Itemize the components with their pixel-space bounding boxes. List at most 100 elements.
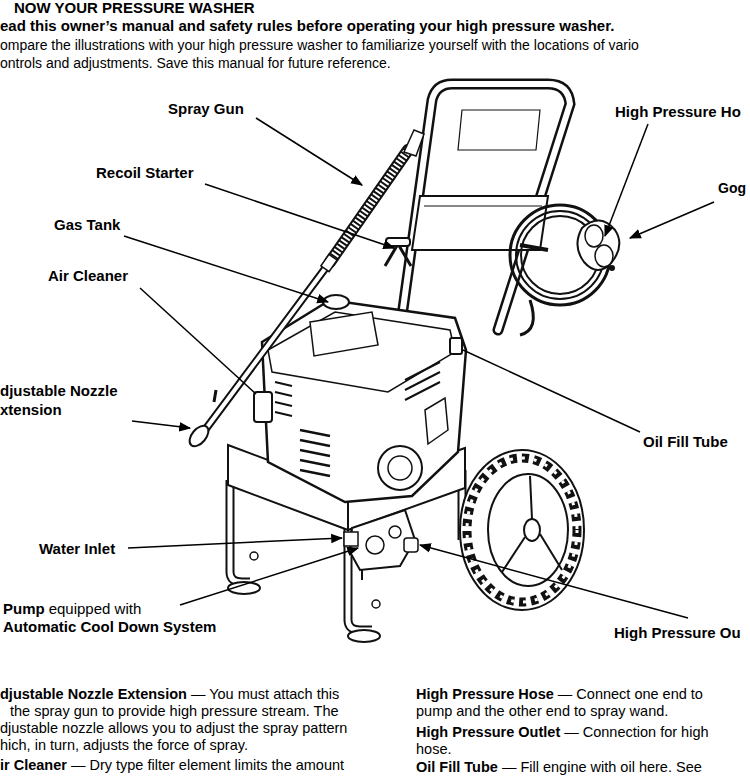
description-text-line: pump and the other end to spray wand. — [416, 703, 668, 720]
base-frame — [250, 552, 258, 560]
leader-lines — [630, 202, 714, 238]
page-heading: NOW YOUR PRESSURE WASHER — [14, 0, 255, 16]
callout-label-line: Oil Fill Tube — [643, 433, 728, 451]
callout-label-line: Recoil Starter — [96, 164, 194, 182]
spray-gun — [205, 262, 330, 430]
description-text: — Fill engine with oil here. See — [502, 759, 702, 776]
description-text-line: High Pressure Hose— Connect one end to — [416, 686, 703, 703]
leader-lines — [463, 350, 640, 432]
description-text: — Connection for high — [564, 724, 708, 741]
spray-gun — [205, 262, 330, 430]
leader-lines — [420, 545, 688, 618]
wheel — [524, 519, 540, 541]
leader-lines — [124, 236, 328, 302]
leader-lines — [205, 184, 394, 248]
description-text: High Pressure Outlet — [416, 724, 560, 741]
engine — [268, 312, 455, 392]
intro-text: ompare the illustrations with your high … — [0, 37, 639, 54]
base-frame — [372, 600, 380, 608]
intro-text: ead this owner’s manual and safety rules… — [0, 17, 614, 35]
engine — [388, 456, 412, 480]
base-frame — [348, 630, 380, 642]
goggles — [577, 220, 619, 270]
engine — [310, 312, 378, 356]
wheel — [460, 450, 584, 610]
description-text: the spray gun to provide high pressure s… — [10, 703, 339, 720]
callout-label: djustable Nozzle xtension — [0, 382, 118, 418]
callout-label: Spray Gun — [168, 100, 244, 118]
spray-gun — [404, 130, 424, 156]
description-text: — Connect one end to — [558, 686, 703, 703]
leader-lines — [180, 548, 358, 605]
intro-text-line: ead this owner’s manual and safety rules… — [0, 17, 614, 35]
hose-reel — [520, 300, 533, 335]
pump — [389, 526, 401, 538]
leader-lines — [132, 421, 190, 428]
hose-reel — [520, 245, 548, 250]
description-text-line: High Pressure Outlet— Connection for hig… — [416, 724, 709, 741]
spray-gun — [186, 130, 424, 450]
callout-label-line: Water Inlet — [39, 540, 115, 558]
callout-label-line: Automatic Cool Down System — [3, 618, 216, 636]
engine — [254, 392, 272, 422]
wheel — [502, 537, 525, 572]
wheel — [488, 474, 568, 586]
handle-frame — [424, 206, 542, 207]
callout-label: High Pressure Ho — [615, 103, 741, 121]
description-text-line: hich, in turn, adjusts the force of spra… — [0, 737, 248, 754]
spray-gun — [186, 422, 212, 449]
leader-lines — [605, 124, 648, 236]
leader-lines — [256, 118, 362, 185]
engine — [386, 238, 410, 246]
callout-label: Pump — [3, 600, 45, 618]
engine — [262, 300, 466, 502]
wheel — [530, 476, 532, 519]
callout-label: equipped with — [49, 600, 142, 618]
leader-lines — [140, 288, 256, 394]
spray-gun — [330, 150, 408, 262]
description-text: ir Cleaner — [0, 757, 67, 774]
description-text: hose. — [416, 741, 451, 758]
description-text-line: djustable nozzle allows you to adjust th… — [0, 720, 347, 737]
wheel — [467, 458, 577, 602]
description-text: djustable Nozzle Extension — [0, 686, 187, 703]
intro-text: ontrols and adjustments. Save this manua… — [0, 55, 391, 72]
leader-lines — [128, 538, 342, 548]
callout-label: Oil Fill Tube — [643, 433, 728, 451]
description-text-line: hose. — [416, 741, 451, 758]
spray-gun — [214, 390, 216, 402]
description-text: — You must attach this — [191, 686, 339, 703]
wheel — [460, 450, 584, 610]
callout-label-line: High Pressure Ho — [615, 103, 741, 121]
goggles — [609, 265, 615, 271]
goggles — [595, 245, 613, 267]
spray-gun — [321, 254, 337, 271]
callout-label: Gog — [718, 179, 746, 197]
engine — [300, 430, 330, 476]
description-text: hich, in turn, adjusts the force of spra… — [0, 737, 248, 754]
intro-text-line: ontrols and adjustments. Save this manua… — [0, 55, 391, 72]
intro-text-line: ompare the illustrations with your high … — [0, 37, 639, 54]
pump — [344, 532, 358, 546]
spray-gun — [330, 150, 408, 262]
handle-frame — [412, 196, 548, 250]
description-text: djustable nozzle allows you to adjust th… — [0, 720, 347, 737]
callout-label: Water Inlet — [39, 540, 115, 558]
callout-label: Air Cleaner — [48, 267, 128, 285]
description-text-line: djustable Nozzle Extension— You must att… — [0, 686, 339, 703]
base-frame — [230, 480, 250, 582]
base-frame — [230, 480, 250, 582]
engine — [254, 238, 466, 502]
engine — [450, 338, 462, 354]
callout-label-line: djustable Nozzle xtension — [0, 381, 136, 419]
engine — [425, 398, 448, 444]
callout-label: Gas Tank — [54, 216, 120, 234]
callout-label-line: High Pressure Ou — [614, 624, 741, 642]
pump — [404, 538, 418, 552]
callout-label: High Pressure Ou — [614, 624, 741, 642]
callout-label: Recoil Starter — [96, 164, 194, 182]
description-text-line: the spray gun to provide high pressure s… — [10, 703, 339, 720]
callout-label: Automatic Cool Down System — [3, 618, 216, 636]
description-text: Oil Fill Tube — [416, 759, 498, 776]
